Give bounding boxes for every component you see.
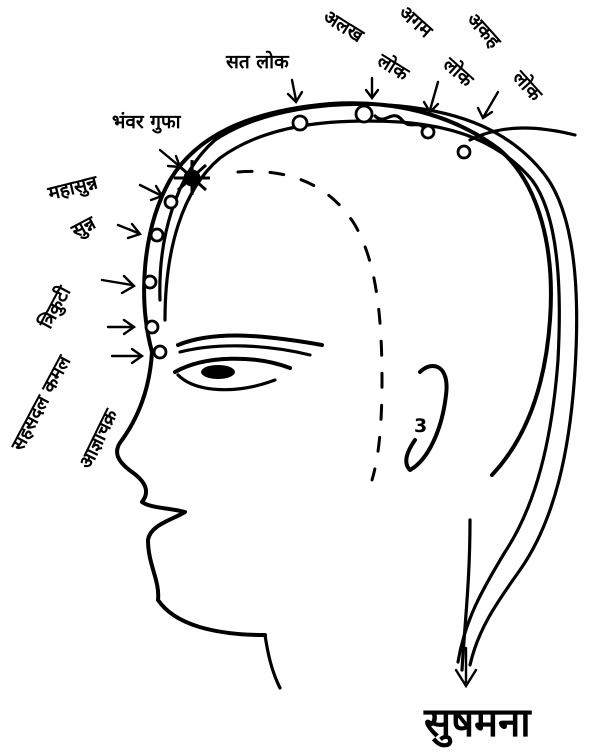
dot-trikuti <box>144 276 156 288</box>
label-alakh: अलख <box>319 6 368 48</box>
label-akah: अकह <box>462 9 505 54</box>
label-bhanvar-gufa: भंवर गुफा <box>112 111 182 134</box>
dot-alakh-lok <box>356 106 372 122</box>
label-trikuti: त्रिकुटी <box>34 281 77 333</box>
label-sushmana: सुषमना <box>423 700 532 748</box>
arrow-sat-lok <box>288 80 302 102</box>
arrow-sunn <box>118 224 140 238</box>
sushmana-channel-outer <box>160 104 577 665</box>
label-alakh-lok: लोक <box>373 48 415 86</box>
arrow-akah-lok <box>478 92 498 118</box>
arrow-bhanvar-gufa <box>160 150 180 167</box>
dot-sahasdal-kamal <box>146 321 158 333</box>
neck-front <box>265 635 280 688</box>
head-outline <box>144 103 551 475</box>
arrow-mahasunn <box>140 185 162 200</box>
arrow-alakh-lok <box>366 78 378 98</box>
arrow-trikuti <box>102 276 134 293</box>
label-agam: अगम <box>395 1 437 42</box>
eye-iris <box>201 365 235 379</box>
arrow-agam-lok <box>424 82 438 112</box>
eyebrow <box>178 336 322 345</box>
label-sahasdal-kamal: सहसदल कमल <box>7 351 76 455</box>
dot-sat-lok <box>293 116 307 130</box>
arrow-sahasdal-kamal <box>108 320 134 334</box>
label-akah-lok: लोक <box>508 65 548 106</box>
dot-sunn-1 <box>151 229 163 241</box>
dot-akah-lok <box>458 146 470 158</box>
arrow-agyachakra <box>112 349 142 363</box>
eyebrow-lower <box>180 346 310 355</box>
label-sat-lok: सत लोक <box>225 50 290 73</box>
dot-sunn-2 <box>165 196 177 208</box>
label-agyachakra: आज्ञाचक्र <box>75 405 123 473</box>
sushmana-channel-inner <box>165 121 559 662</box>
label-sunn: सुन्न <box>67 211 101 243</box>
ear-mark: 3 <box>414 415 427 437</box>
dot-agyachakra <box>154 346 166 358</box>
label-agam-lok: लोक <box>438 52 479 92</box>
face-profile <box>117 352 265 635</box>
brain-dashed-line <box>238 171 382 480</box>
label-mahasunn: महासुन्न <box>45 171 101 206</box>
